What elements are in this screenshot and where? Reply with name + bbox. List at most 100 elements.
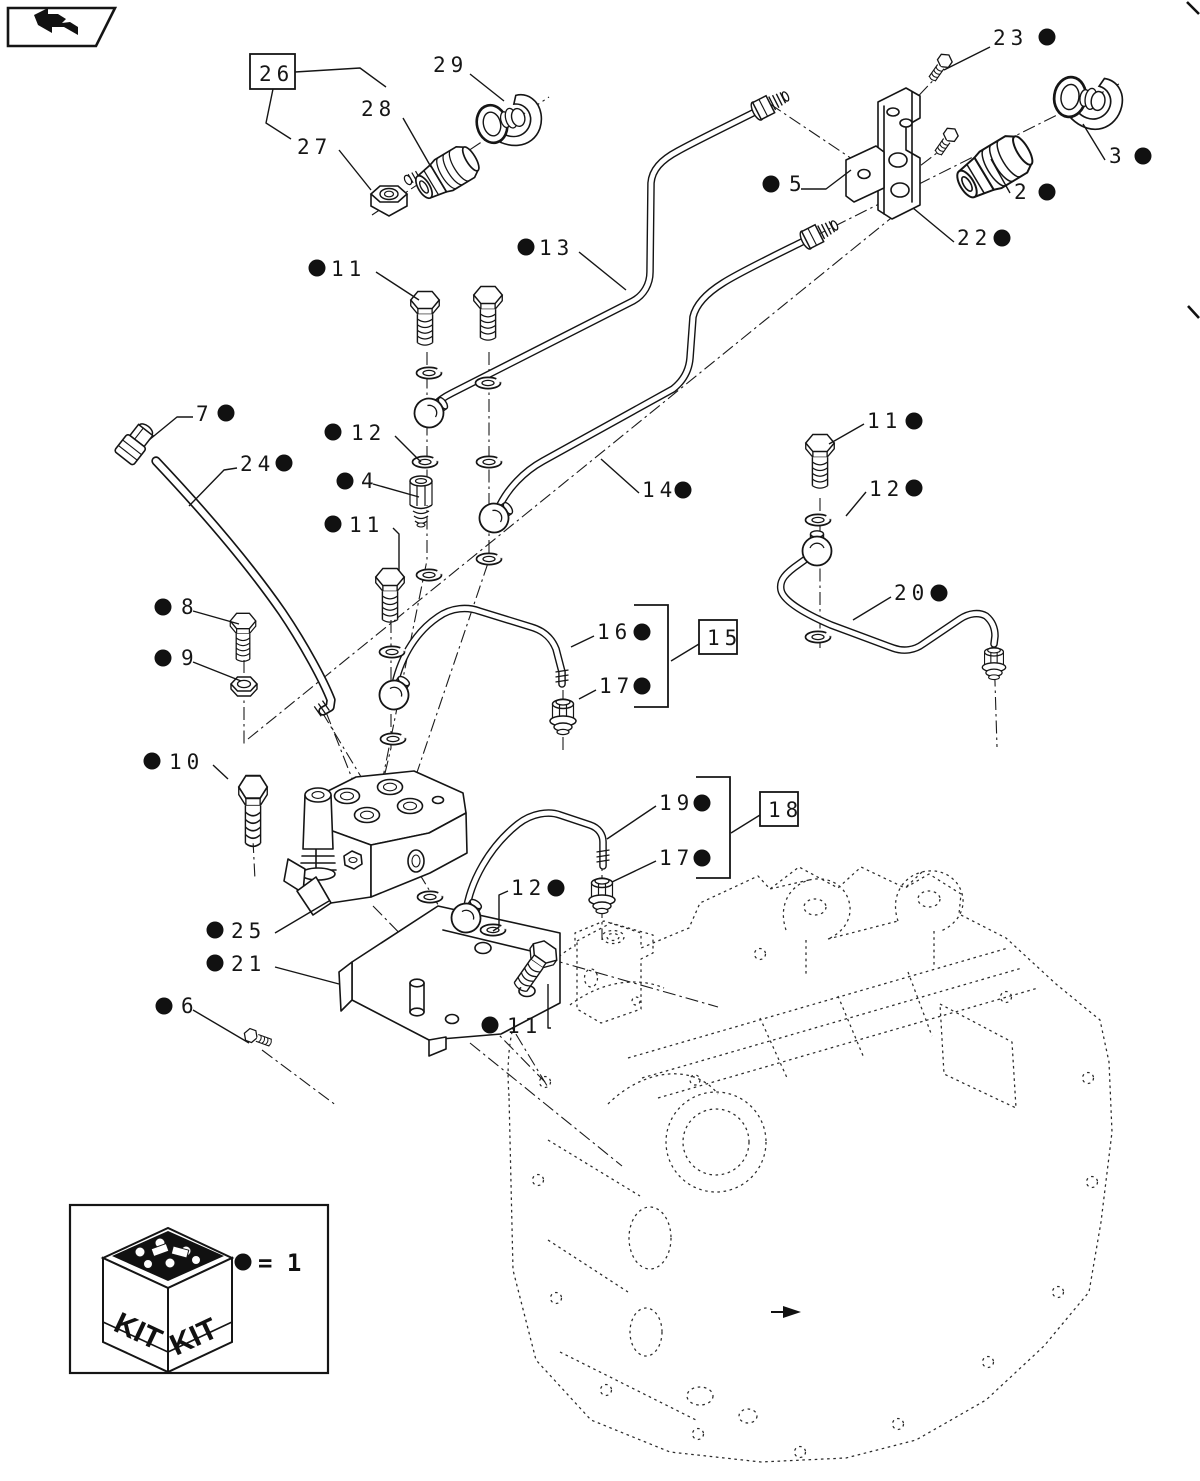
part-label-24[interactable]: 24 (188, 452, 293, 507)
part-number-text: 20 (894, 581, 929, 605)
legend-equals: = 1 (258, 1249, 301, 1277)
part-number-text: 14 (642, 478, 677, 502)
part-number-text: 11 (507, 1014, 542, 1038)
part-label-29[interactable]: 29 (433, 53, 505, 102)
part-number-text: 23 (993, 26, 1028, 50)
part-number-text: 3 (1109, 144, 1127, 168)
kit-dot (336, 472, 354, 490)
part-label-4[interactable]: 4 (336, 469, 420, 498)
part-label-26[interactable]: 26 (249, 53, 387, 140)
part-label-18[interactable]: 18 (696, 776, 803, 879)
part-label-11[interactable]: 11 (481, 984, 552, 1038)
kit-dot (154, 649, 172, 667)
part-label-11[interactable]: 11 (308, 257, 420, 301)
kit-dot (547, 879, 565, 897)
kit-dot (633, 677, 651, 695)
valve-block-25 (283, 770, 468, 916)
kit-dot (693, 794, 711, 812)
part-number-text: 7 (196, 402, 214, 426)
part-number-text: 16 (597, 620, 632, 644)
part-number-text: 11 (331, 257, 366, 281)
part-label-20[interactable]: 20 (852, 581, 948, 621)
part-label-7[interactable]: 7 (148, 402, 235, 441)
part-number-text: 8 (181, 595, 199, 619)
part-label-11[interactable]: 11 (828, 409, 923, 445)
part-number-text: 17 (659, 846, 694, 870)
part-number-text: 25 (231, 919, 266, 943)
mount-bracket-22 (877, 87, 921, 220)
part-number-text: 12 (511, 876, 546, 900)
kit-dot (324, 423, 342, 441)
part-number-text: 24 (240, 452, 275, 476)
part-label-25[interactable]: 25 (206, 900, 330, 943)
part-label-5[interactable]: 5 (762, 169, 852, 196)
kit-dot (993, 229, 1011, 247)
kit-dot (517, 238, 535, 256)
part-number-text: 11 (867, 409, 902, 433)
kit-dot (1038, 28, 1056, 46)
part-label-28[interactable]: 28 (361, 97, 432, 168)
kit-dot (1134, 147, 1152, 165)
relief-valve (283, 787, 337, 894)
part-number-text: 9 (181, 646, 199, 670)
return-arrow-icon (34, 8, 78, 35)
part-label-9[interactable]: 9 (154, 646, 242, 682)
part-number-text: 4 (361, 469, 379, 493)
part-label-14[interactable]: 14 (600, 458, 692, 502)
part-label-11[interactable]: 11 (324, 513, 400, 571)
kit-box-icon: KIT KIT (100, 1226, 235, 1374)
part-label-22[interactable]: 22 (912, 207, 1011, 250)
steel-pipe-14 (490, 214, 843, 519)
kit-dot (308, 259, 326, 277)
kit-dot (930, 584, 948, 602)
part-number-text: 6 (181, 994, 199, 1018)
page-edge-marker (1186, 1, 1200, 319)
part-number-text: 12 (869, 477, 904, 501)
kit-dot (633, 623, 651, 641)
part-label-3[interactable]: 3 (1082, 123, 1152, 168)
part-label-8[interactable]: 8 (154, 595, 240, 625)
part-number-text: 22 (957, 226, 992, 250)
part-number-text: 28 (361, 97, 396, 121)
part-number-text: 19 (659, 791, 694, 815)
kit-dot (275, 454, 293, 472)
part-number-text: 13 (539, 236, 574, 260)
kit-dot (324, 515, 342, 533)
part-label-17[interactable]: 17 (578, 674, 651, 700)
part-label-16[interactable]: 16 (570, 620, 651, 648)
legend-dot (234, 1253, 252, 1271)
kit-dot (155, 997, 173, 1015)
kit-dot (905, 479, 923, 497)
hydraulic-hose-24 (114, 423, 336, 717)
part-label-23[interactable]: 23 (943, 26, 1056, 71)
part-number-text: 21 (231, 952, 266, 976)
part-label-19[interactable]: 19 (606, 791, 711, 840)
kit-dot (693, 849, 711, 867)
hose-fitting-7 (114, 423, 154, 466)
part-label-12[interactable]: 12 (324, 421, 422, 463)
part-label-12[interactable]: 12 (845, 477, 923, 517)
part-number-text: 10 (169, 750, 204, 774)
kit-dot (1038, 183, 1056, 201)
part-label-10[interactable]: 10 (143, 750, 229, 780)
part-label-12[interactable]: 12 (492, 876, 565, 932)
kit-dot (217, 404, 235, 422)
part-label-13[interactable]: 13 (517, 236, 627, 291)
part-label-27[interactable]: 27 (297, 135, 372, 191)
back-button[interactable] (6, 6, 118, 48)
part-label-15[interactable]: 15 (634, 604, 742, 708)
part-label-6[interactable]: 6 (155, 994, 250, 1044)
part-label-21[interactable]: 21 (206, 952, 340, 985)
adapter-nut-27 (369, 185, 409, 217)
part-number-text: 5 (789, 172, 807, 196)
steel-pipe-19 (462, 809, 610, 916)
part-label-2[interactable]: 2 (990, 158, 1056, 204)
kit-dot (154, 598, 172, 616)
kit-dot (206, 954, 224, 972)
dust-cap-3 (1049, 70, 1127, 135)
orientation-arrow-icon (771, 1306, 801, 1318)
part-label-17[interactable]: 17 (611, 846, 711, 883)
kit-dot (905, 412, 923, 430)
